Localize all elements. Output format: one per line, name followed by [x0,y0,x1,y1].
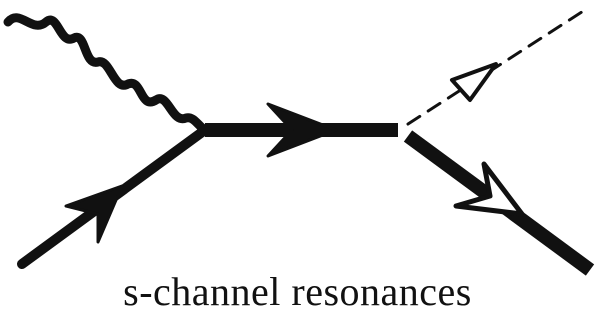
outgoing-dashed-arrow [450,62,498,102]
outgoing-heavy-arrow [453,161,525,217]
propagator-arrow [266,102,338,158]
outgoing-dashed-line [406,6,590,126]
photon-line [3,13,210,135]
incoming-fermion-arrow [64,184,124,244]
diagram-caption: s-channel resonances [123,269,472,314]
